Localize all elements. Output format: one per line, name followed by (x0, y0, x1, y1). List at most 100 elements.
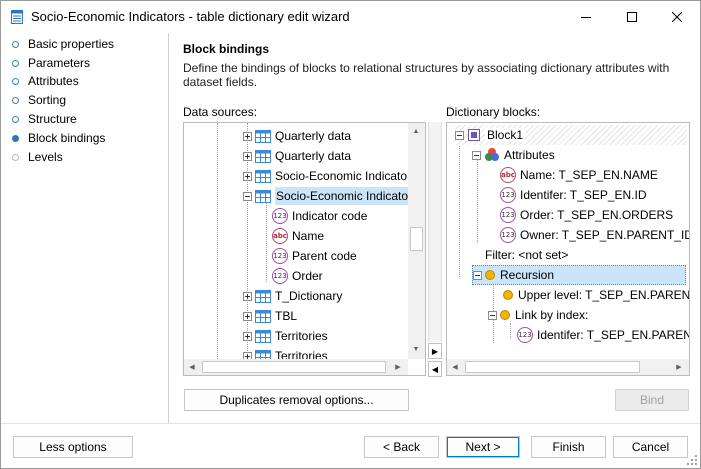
tree-item-label: Parent code (292, 249, 357, 263)
tree-link-identifier-item[interactable]: 123 Identifer: T_SEP_EN.PARENT_ID (517, 325, 689, 345)
finish-button[interactable]: Finish (531, 436, 606, 458)
scroll-down-icon[interactable]: ▼ (412, 345, 420, 353)
tree-upper-level-item[interactable]: Upper level: T_SEP_EN.PARENT_ID (503, 285, 689, 305)
attributes-icon (485, 148, 499, 161)
step-parameters[interactable]: Parameters (12, 54, 90, 72)
expand-icon[interactable] (243, 291, 252, 301)
less-options-button[interactable]: Less options (13, 436, 133, 458)
tree-link-by-index-item[interactable]: Link by index: (488, 305, 588, 325)
table-icon (255, 149, 271, 163)
arrow-left-icon: ◀ (431, 364, 439, 374)
step-structure[interactable]: Structure (12, 110, 77, 128)
step-levels[interactable]: Levels (12, 148, 63, 166)
tree-attribute-item[interactable]: 123 Order: T_SEP_EN.ORDERS (500, 205, 673, 225)
step-label: Sorting (28, 93, 67, 107)
numeric-field-icon: 123 (500, 227, 516, 243)
tree-item-table-selected[interactable]: Socio-Economic Indicators (243, 186, 420, 206)
next-button[interactable]: Next > (446, 436, 520, 458)
panel-splitter[interactable] (428, 122, 442, 342)
tree-field-item[interactable]: abc Name (272, 226, 324, 246)
tree-item-label: Quarterly data (275, 129, 352, 143)
collapse-icon[interactable] (243, 191, 252, 201)
back-button[interactable]: < Back (364, 436, 439, 458)
tree-attribute-item[interactable]: 123 Identifer: T_SEP_EN.ID (500, 185, 647, 205)
tree-filter-item[interactable]: Filter: <not set> (485, 245, 568, 265)
numeric-field-icon: 123 (272, 268, 288, 284)
step-label: Block bindings (28, 131, 106, 145)
block-icon (468, 129, 480, 141)
scroll-right-icon[interactable]: ▶ (395, 364, 401, 371)
numeric-field-icon: 123 (500, 207, 516, 223)
tree-attributes-item[interactable]: Attributes (472, 145, 555, 165)
duplicates-removal-options-button[interactable]: Duplicates removal options... (184, 389, 409, 411)
level-icon (503, 290, 513, 300)
tree-item-table[interactable]: T_Dictionary (243, 286, 342, 306)
tree-item-table[interactable]: TBL (243, 306, 297, 326)
tree-item-table[interactable]: Territories (243, 326, 328, 346)
data-sources-tree[interactable]: Quarterly data Quarterly data Socio-Econ… (183, 122, 426, 376)
cancel-button[interactable]: Cancel (613, 436, 688, 458)
scroll-up-icon[interactable]: ▲ (412, 127, 420, 135)
string-field-icon: abc (272, 228, 288, 244)
move-right-button[interactable]: ▶ (428, 343, 442, 359)
expand-icon[interactable] (243, 331, 252, 341)
resize-grip-icon[interactable] (687, 455, 697, 465)
expand-icon[interactable] (243, 151, 252, 161)
scroll-thumb[interactable] (465, 361, 640, 373)
step-done-icon (12, 59, 19, 67)
maximize-button[interactable] (609, 1, 655, 33)
vertical-scrollbar[interactable]: ▲ ▼ (408, 123, 425, 359)
tree-field-item[interactable]: 123 Order (272, 266, 323, 286)
tree-block-item[interactable]: Block1 (455, 125, 687, 145)
tree-item-label: Name: T_SEP_EN.NAME (520, 168, 658, 182)
scroll-left-icon[interactable]: ◀ (452, 364, 458, 371)
scroll-thumb[interactable] (410, 227, 423, 251)
dictionary-blocks-tree[interactable]: Block1 Attributes abc Name: T_SEP_EN.NAM… (446, 122, 690, 376)
minimize-button[interactable] (563, 1, 609, 33)
tree-guide-line (217, 123, 218, 359)
collapse-icon[interactable] (472, 150, 481, 160)
tree-item-label: TBL (275, 309, 298, 323)
tree-item-label: Link by index: (515, 308, 589, 322)
expand-icon[interactable] (243, 171, 252, 181)
title-bar: Socio-Economic Indicators - table dictio… (1, 1, 700, 33)
tree-attribute-item[interactable]: 123 Owner: T_SEP_EN.PARENT_ID (500, 225, 690, 245)
scroll-right-icon[interactable]: ▶ (676, 364, 682, 371)
step-label: Attributes (28, 74, 79, 88)
collapse-icon[interactable] (488, 310, 497, 320)
table-dictionary-icon (11, 10, 23, 24)
table-icon (255, 189, 271, 203)
tree-field-item[interactable]: 123 Parent code (272, 246, 357, 266)
scroll-left-icon[interactable]: ◀ (189, 364, 195, 371)
tree-attribute-item[interactable]: abc Name: T_SEP_EN.NAME (500, 165, 658, 185)
tree-item-table[interactable]: Quarterly data (243, 126, 351, 146)
step-sorting[interactable]: Sorting (12, 91, 66, 109)
numeric-field-icon: 123 (500, 187, 516, 203)
numeric-field-icon: 123 (272, 248, 288, 264)
tree-field-item[interactable]: 123 Indicator code (272, 206, 367, 226)
scroll-thumb[interactable] (202, 361, 386, 373)
bind-button[interactable]: Bind (615, 389, 689, 411)
move-left-button[interactable]: ◀ (428, 361, 442, 377)
minimize-icon (581, 17, 591, 18)
collapse-icon[interactable] (455, 130, 464, 140)
step-label: Levels (28, 150, 63, 164)
collapse-icon[interactable] (473, 270, 482, 280)
close-button[interactable] (654, 1, 700, 33)
step-pending-icon (12, 153, 19, 161)
step-block-bindings[interactable]: Block bindings (12, 129, 105, 147)
expand-icon[interactable] (243, 311, 252, 321)
tree-item-table[interactable]: Quarterly data (243, 146, 351, 166)
tree-item-label: Quarterly data (275, 149, 352, 163)
main-content: Block bindings Define the bindings of bl… (170, 33, 700, 423)
tree-recursion-item[interactable]: Recursion (472, 265, 686, 285)
step-basic-properties[interactable]: Basic properties (12, 35, 114, 53)
expand-icon[interactable] (243, 131, 252, 141)
tree-item-label: Owner: T_SEP_EN.PARENT_ID (520, 228, 690, 242)
step-label: Parameters (28, 56, 91, 70)
horizontal-scrollbar[interactable]: ◀ ▶ (184, 359, 408, 375)
step-attributes[interactable]: Attributes (12, 72, 79, 90)
tree-guide-line (510, 323, 511, 339)
horizontal-scrollbar[interactable]: ◀ ▶ (447, 359, 689, 375)
tree-item-table[interactable]: Socio-Economic Indicators (243, 166, 417, 186)
